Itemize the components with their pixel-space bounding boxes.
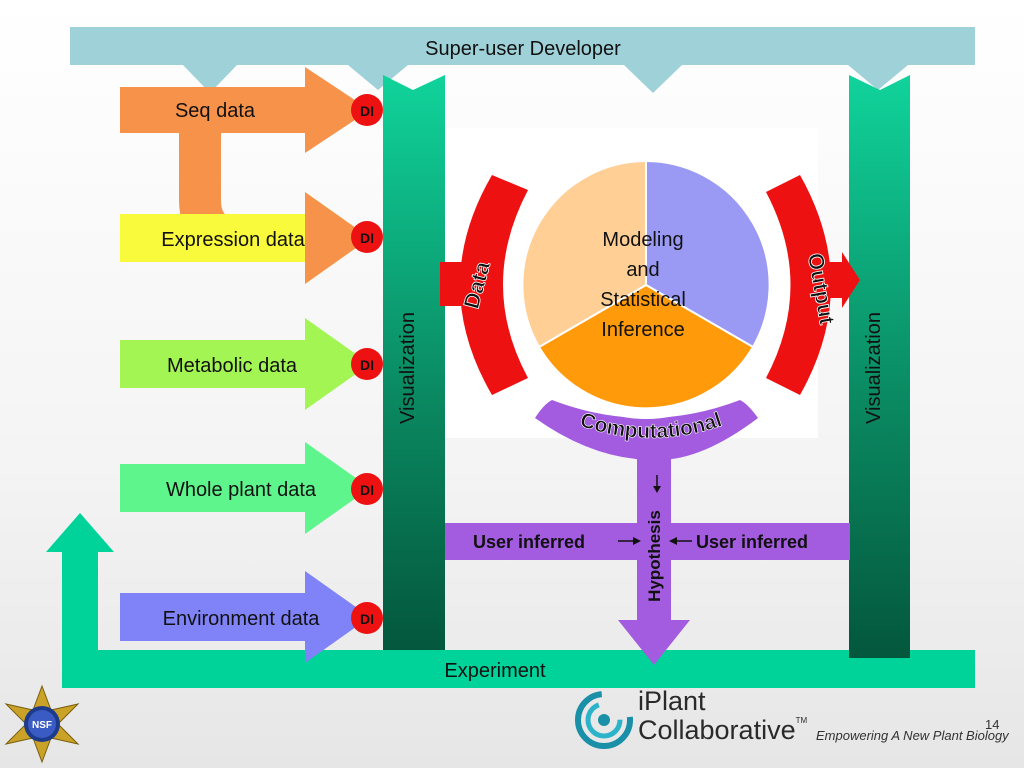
center-label-line: Inference bbox=[601, 319, 684, 341]
source-label: Metabolic data bbox=[167, 355, 298, 377]
output-arc: Output bbox=[766, 175, 860, 395]
page-number: 14 bbox=[985, 717, 1000, 732]
banner-down-arrow bbox=[624, 65, 682, 93]
footer-tagline: Empowering A New Plant Biology bbox=[816, 728, 1009, 743]
data-source-expression: Expression data bbox=[120, 192, 370, 284]
di-badge: DI bbox=[351, 348, 383, 380]
logo-text-collaborative: CollaborativeTM bbox=[638, 717, 807, 744]
svg-text:DI: DI bbox=[360, 611, 374, 627]
pie-slice bbox=[645, 159, 771, 349]
arrow-down-icon bbox=[653, 486, 661, 493]
source-label: Expression data bbox=[161, 229, 305, 251]
logo-text-collaborative-main: Collaborative bbox=[638, 715, 796, 745]
nsf-seal-logo: NSF bbox=[4, 684, 80, 764]
super-user-label: Super-user Developer bbox=[425, 38, 621, 60]
data-arc: Data bbox=[440, 175, 528, 395]
seal-text: NSF bbox=[32, 720, 52, 731]
arrow-left-icon bbox=[669, 537, 677, 545]
banner-down-arrow bbox=[183, 65, 237, 93]
source-label: Environment data bbox=[163, 608, 321, 630]
di-badge: DI bbox=[351, 602, 383, 634]
experiment-up-arrow bbox=[46, 513, 114, 552]
hypothesis-label: Hypothesis bbox=[645, 510, 664, 602]
di-badge: DI bbox=[351, 221, 383, 253]
data-source-metabolic: Metabolic data bbox=[120, 318, 370, 410]
source-label: Whole plant data bbox=[166, 479, 317, 501]
logo-text-iplant: iPlant bbox=[638, 686, 706, 716]
user-inferred-right: User inferred bbox=[696, 532, 808, 552]
banner-down-arrow bbox=[348, 65, 408, 90]
source-label: Seq data bbox=[175, 100, 256, 122]
visualization-label: Visualization bbox=[863, 312, 885, 424]
center-label-line: Statistical bbox=[600, 289, 686, 311]
di-badge: DI bbox=[351, 94, 383, 126]
data-source-seq: Seq data bbox=[120, 67, 370, 153]
data-in-arrow bbox=[440, 252, 488, 316]
pie-slice bbox=[521, 159, 647, 349]
trademark: TM bbox=[795, 716, 808, 725]
output-out-arrow bbox=[820, 252, 860, 308]
iplant-logo-icon bbox=[575, 691, 633, 749]
banner-down-arrow bbox=[848, 65, 908, 90]
svg-text:DI: DI bbox=[360, 482, 374, 498]
hypothesis-arrow: Hypothesis User inferred User inferred bbox=[445, 440, 850, 665]
visualization-label: Visualization bbox=[397, 312, 419, 424]
experiment-loop: Experiment bbox=[46, 513, 975, 688]
experiment-label: Experiment bbox=[444, 660, 546, 682]
center-label-line: and bbox=[626, 259, 659, 281]
svg-text:DI: DI bbox=[360, 230, 374, 246]
center-label-line: Modeling bbox=[602, 229, 683, 251]
data-source-whole-plant: Whole plant data bbox=[120, 442, 370, 534]
computational-arc: Computational bbox=[535, 400, 758, 461]
data-source-environment: Environment data bbox=[120, 571, 370, 663]
svg-text:DI: DI bbox=[360, 357, 374, 373]
visualization-left: Visualization bbox=[383, 75, 445, 650]
pie-slice bbox=[537, 283, 755, 410]
user-inferred-left: User inferred bbox=[473, 532, 585, 552]
super-user-banner: Super-user Developer bbox=[70, 27, 975, 93]
modeling-pie: Modeling and Statistical Inference bbox=[512, 151, 780, 419]
svg-text:DI: DI bbox=[360, 103, 374, 119]
arrow-right-icon bbox=[633, 537, 641, 545]
visualization-right: Visualization bbox=[849, 75, 910, 658]
di-badge: DI bbox=[351, 473, 383, 505]
